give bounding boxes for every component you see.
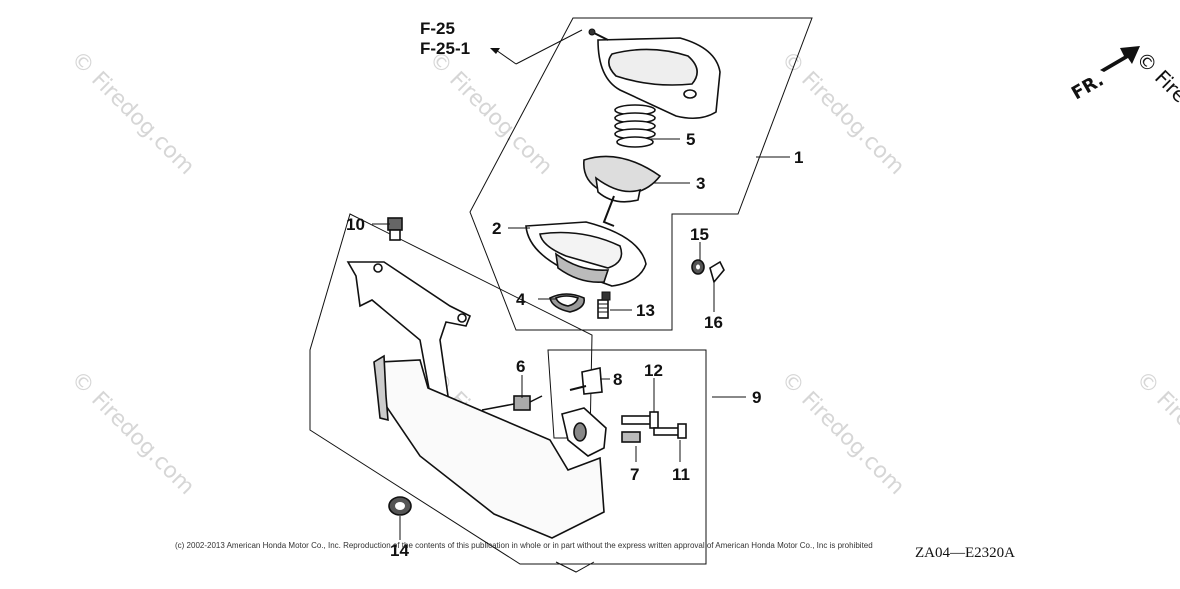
callout-14: 14 [390,541,409,560]
assembly-outline-9 [548,349,707,564]
callout-16: 16 [704,313,723,332]
watermark: © Firedog.com [1131,367,1180,500]
fr-label: FR. [1068,69,1107,104]
callout-4: 4 [516,290,526,309]
part-nut [388,496,412,516]
part-screw [597,291,611,319]
part-plate [569,367,603,395]
reference-arrow-icon [490,48,500,54]
part-diaphragm [583,155,662,227]
callout-1: 1 [794,148,803,167]
front-direction-indicator: FR. © Fire [1068,46,1180,107]
reference-label: F-25 [420,19,455,38]
watermark: © Firedog.com [66,367,199,500]
callout-9: 9 [752,388,761,407]
callout-10: 10 [346,215,365,234]
watermark: © Firedog.com [424,47,557,180]
callout-6: 6 [516,357,525,376]
callout-15: 15 [690,225,709,244]
diagram-code: ZA04—E2320A [915,545,1015,561]
watermark: © Firedog.com [66,47,199,180]
part-small-spring [621,431,641,443]
callout-2: 2 [492,219,501,238]
part-cover [588,28,721,120]
callout-5: 5 [686,130,695,149]
callout-13: 13 [636,301,655,320]
callout-3: 3 [696,174,705,193]
part-return-spring [481,395,543,411]
reference-arrow-line [495,49,517,65]
callout-11: 11 [672,465,690,484]
part-washer [691,259,705,275]
part-spring [614,104,656,148]
reference-leader-line [515,29,583,65]
fr-arrow-icon [1100,46,1140,72]
watermark: © Firedog.com [776,367,909,500]
part-bolt [387,217,403,241]
callout-12: 12 [644,361,663,380]
part-housing [525,221,647,287]
copyright-notice: (c) 2002-2013 American Honda Motor Co., … [175,541,873,550]
watermark-corner: © Fire [1131,47,1180,108]
part-bracket [346,261,607,539]
callout-7: 7 [630,465,639,484]
callout-8: 8 [613,370,622,389]
reference-label: F-25-1 [420,39,470,58]
assembly-outline-1 [469,17,813,331]
bottom-caret [555,561,595,573]
part-gasket [549,293,586,313]
leader-lines [372,138,790,540]
part-clip [709,260,725,284]
part-small-bolt [653,423,687,439]
part-pivot-bolt [621,411,659,429]
